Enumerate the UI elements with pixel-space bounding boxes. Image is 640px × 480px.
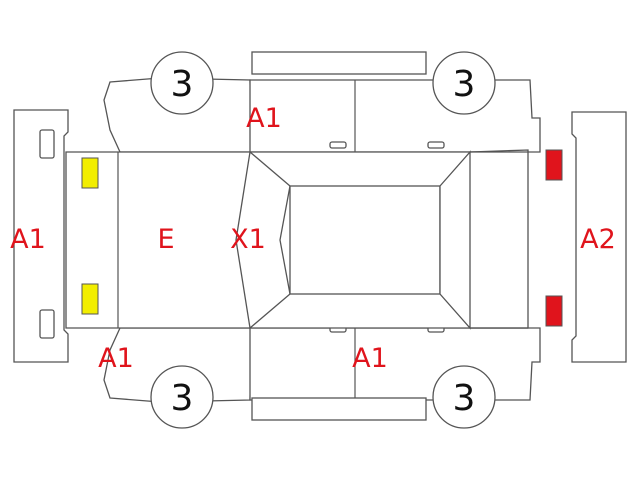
- front-bumper: [13, 109, 69, 363]
- mark-door-bottom: A1: [352, 343, 388, 374]
- taillight-icon: [545, 149, 563, 181]
- mark-front-bumper: A1: [10, 224, 46, 255]
- car-top-view: [65, 149, 529, 330]
- rear-bumper: [571, 111, 627, 363]
- headlight-icon: [81, 157, 99, 189]
- wheel-rear-left: 3: [432, 51, 496, 115]
- wheel-rear-right-number: 3: [453, 378, 476, 419]
- wheel-front-right-number: 3: [171, 378, 194, 419]
- wheel-front-right: 3: [150, 365, 214, 429]
- wheel-rear-right: 3: [432, 365, 496, 429]
- mark-rear-bumper: A2: [580, 224, 616, 255]
- wheel-front-left-number: 3: [171, 64, 194, 105]
- mark-windshield: X1: [230, 224, 266, 255]
- wheel-rear-left-number: 3: [453, 64, 476, 105]
- mark-front-fender-bottom: A1: [98, 343, 134, 374]
- mark-front-door-top: A1: [246, 103, 282, 134]
- wheel-front-left: 3: [150, 51, 214, 115]
- mark-hood: E: [157, 224, 174, 255]
- headlight-icon: [81, 283, 99, 315]
- taillight-icon: [545, 295, 563, 327]
